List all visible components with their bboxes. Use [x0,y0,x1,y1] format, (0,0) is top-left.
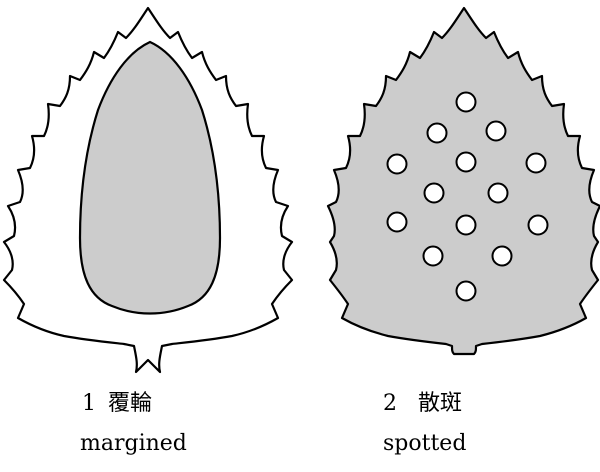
spot-2 [428,124,447,143]
spot-10 [457,216,476,235]
spot-4 [388,155,407,174]
spot-11 [529,216,548,235]
figure-1-japanese-label: 覆輪 [108,393,152,415]
figure-2-english-label: spotted [383,433,466,455]
spot-5 [457,153,476,172]
spot-7 [425,184,444,203]
figure-1-number: 1 [82,393,96,415]
spot-12 [424,247,443,266]
spot-6 [527,154,546,173]
margined-leaf [4,8,292,372]
figure-1-english-label: margined [80,433,187,455]
spot-1 [457,93,476,112]
spotted-leaf-outline [328,8,600,354]
spot-13 [493,247,512,266]
spotted-leaf [328,8,600,354]
spot-8 [489,184,508,203]
spot-9 [388,213,407,232]
figure-2-japanese-label: 散斑 [418,393,462,415]
figure-2-number: 2 [383,393,397,415]
spot-3 [487,122,506,141]
spot-14 [457,282,476,301]
